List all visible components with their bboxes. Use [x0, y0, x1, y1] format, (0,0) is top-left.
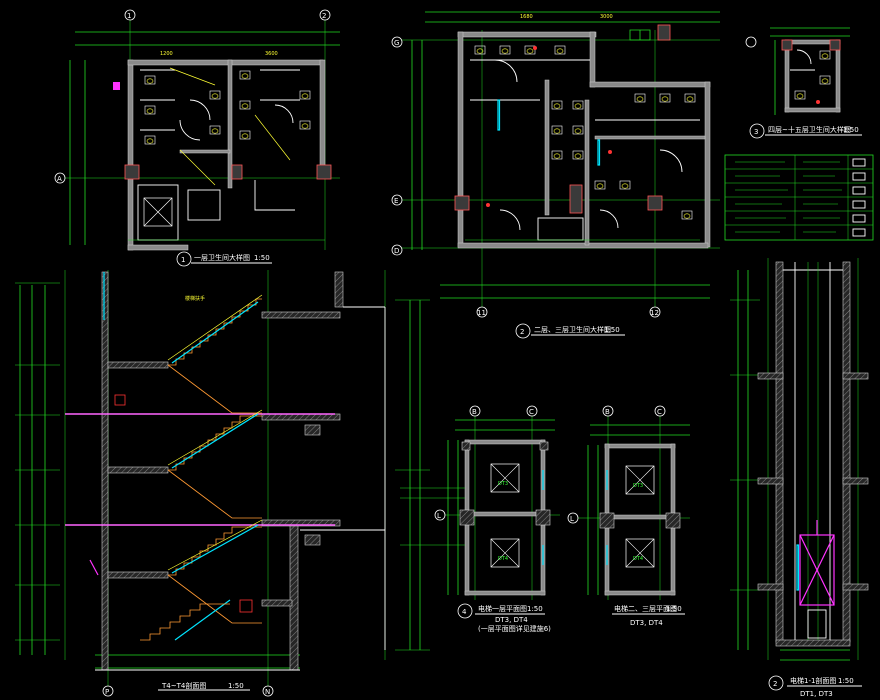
elevator-car-label: DT4: [498, 556, 508, 562]
stair-section: 楼梯扶手 P N T4~T4剖面图 1:50: [15, 270, 430, 697]
drawing-title: 电梯一层平面图: [478, 604, 527, 613]
drawing-note: (一层平面图详见建施6): [478, 624, 551, 633]
grid-label: P: [105, 688, 109, 696]
drawing-title: 二层、三层卫生间大样图: [534, 325, 611, 334]
drawing-scale: 1:50: [604, 326, 620, 334]
svg-text:3600: 3600: [265, 51, 278, 57]
drawing-title: T4~T4剖面图: [161, 681, 206, 690]
toilet-plan-1: 1200 3600 1 2 A 1 一层卫生间大样图 1:50: [54, 9, 340, 267]
grid-label: B: [605, 408, 610, 416]
grid-label: B: [472, 408, 477, 416]
svg-text:1200: 1200: [160, 51, 173, 57]
elevator-car-label: DT4: [633, 556, 643, 562]
grid-label: 12: [650, 309, 659, 317]
drawing-code: DT1, DT3: [800, 690, 833, 698]
grid-label: 11: [477, 309, 486, 317]
elevator-plan-4: DT3 DT4 B C L 4 电梯一层平面图 1:50 DT3, DT4 (一…: [400, 405, 560, 633]
drawing-scale: 1:50: [843, 126, 859, 134]
grid-label: 1: [127, 12, 131, 20]
grid-label: C: [529, 408, 534, 416]
grid-label: A: [57, 175, 62, 183]
drawing-scale: 1:50: [254, 254, 270, 262]
elevator-section: 2 电梯1-1剖面图 1:50 DT1, DT3: [730, 258, 869, 698]
drawing-scale: 1:50: [666, 605, 682, 613]
drawing-number: 3: [754, 128, 758, 136]
drawing-title: 四层~十五层卫生间大样图: [768, 125, 851, 134]
elevator-plan-23: DT3 DT4 B C L 电梯二、三层平面图 1:50 DT3, DT4: [567, 405, 690, 627]
drawing-scale: 1:50: [228, 682, 244, 690]
svg-text:楼梯扶手: 楼梯扶手: [185, 295, 205, 302]
drawing-number: 2: [520, 328, 524, 336]
grid-label: E: [394, 197, 398, 205]
drawing-number: 4: [462, 608, 467, 616]
grid-label: 2: [322, 12, 326, 20]
grid-label: G: [394, 39, 399, 47]
drawing-title: 一层卫生间大样图: [194, 253, 250, 262]
drawing-scale: 1:50: [838, 677, 854, 685]
legend-table: [724, 154, 874, 241]
toilet-plan-2: 1680 3000 G E D 11 12 2 二层、三层卫生间大样图 1:50: [391, 11, 720, 339]
grid-label: L: [437, 512, 441, 520]
grid-label: L: [570, 515, 574, 523]
drawing-number: 2: [773, 680, 777, 688]
elevator-car-label: DT3: [633, 483, 643, 489]
drawing-code: DT3, DT4: [630, 619, 663, 627]
svg-text:3000: 3000: [600, 14, 613, 20]
drawing-code: DT3, DT4: [495, 616, 528, 624]
drawing-title: 电梯二、三层平面图: [614, 604, 677, 613]
drawing-number: 1: [181, 256, 185, 264]
grid-label: C: [657, 408, 662, 416]
drawing-scale: 1:50: [527, 605, 543, 613]
svg-text:1680: 1680: [520, 14, 533, 20]
elevator-car-label: DT3: [498, 481, 508, 487]
grid-label: N: [265, 688, 270, 696]
grid-label: D: [394, 247, 399, 255]
toilet-plan-3: 3 四层~十五层卫生间大样图 1:50: [745, 27, 862, 139]
drawing-title: 电梯1-1剖面图: [790, 676, 836, 685]
